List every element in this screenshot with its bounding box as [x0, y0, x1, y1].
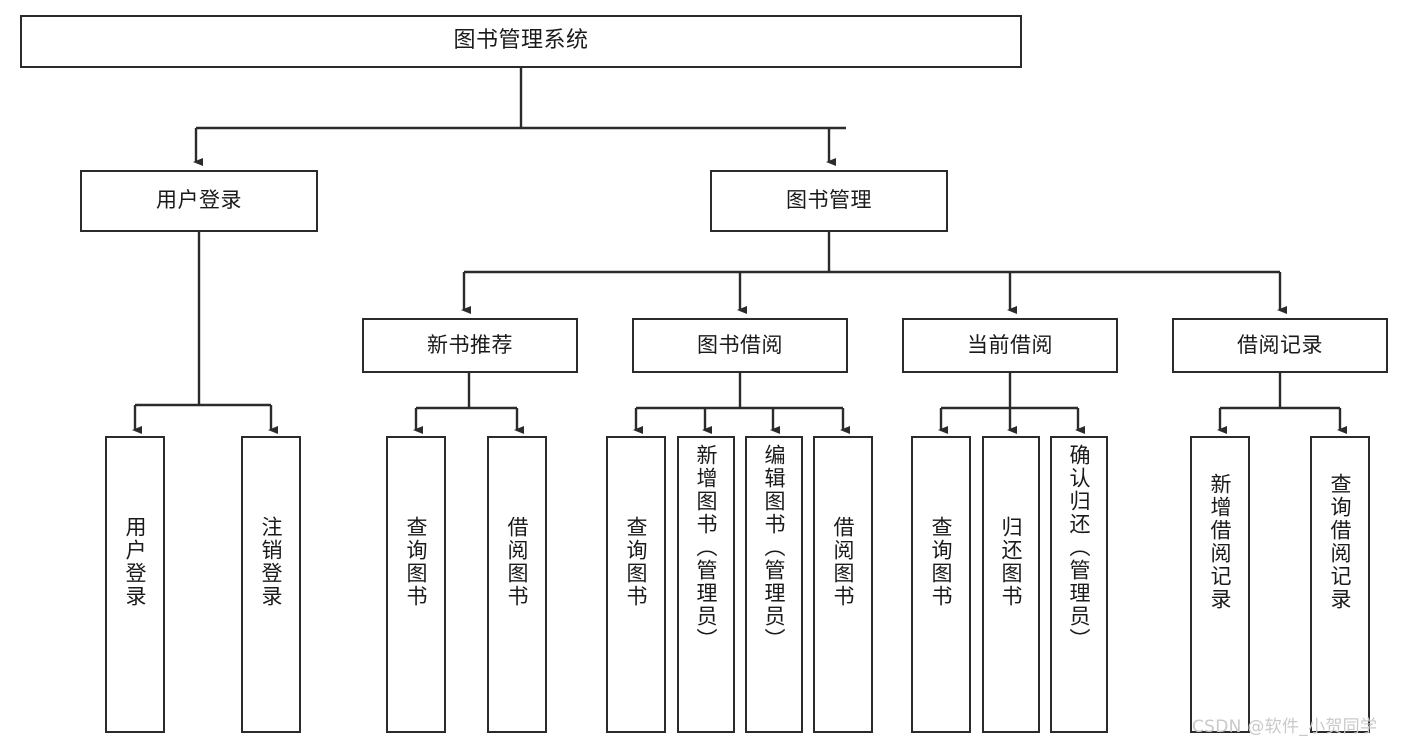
node-leaf-edit-book-label: 编辑图书（管理员） [762, 444, 787, 651]
node-leaf-user-logout[interactable]: 注销登录 [241, 436, 301, 733]
node-user-login[interactable]: 用户登录 [80, 170, 318, 232]
node-leaf-add-borrow-record[interactable]: 新增借阅记录 [1190, 436, 1250, 733]
node-leaf-add-book[interactable]: 新增图书（管理员） [677, 436, 735, 733]
node-leaf-add-book-label: 新增图书（管理员） [694, 444, 719, 651]
node-leaf-confirm-return[interactable]: 确认归还（管理员） [1050, 436, 1108, 733]
node-leaf-borrow-book-2[interactable]: 借阅图书 [813, 436, 873, 733]
node-leaf-query-book-3-label: 查询图书 [929, 516, 954, 608]
node-leaf-return-book[interactable]: 归还图书 [982, 436, 1040, 733]
node-leaf-borrow-book-1[interactable]: 借阅图书 [487, 436, 547, 733]
node-leaf-borrow-book-2-label: 借阅图书 [831, 516, 856, 608]
node-leaf-edit-book[interactable]: 编辑图书（管理员） [745, 436, 803, 733]
node-current-borrow[interactable]: 当前借阅 [902, 318, 1118, 373]
node-root-label: 图书管理系统 [453, 28, 589, 54]
node-new-book-recommend-label: 新书推荐 [427, 332, 513, 357]
node-leaf-borrow-book-1-label: 借阅图书 [505, 516, 530, 608]
node-user-login-label: 用户登录 [156, 188, 242, 213]
node-book-manage-label: 图书管理 [786, 188, 872, 213]
node-new-book-recommend[interactable]: 新书推荐 [362, 318, 578, 373]
node-borrow-record-label: 借阅记录 [1237, 332, 1323, 357]
csdn-watermark: CSDN @软件_小贺同学 [1192, 717, 1378, 737]
node-root[interactable]: 图书管理系统 [20, 15, 1022, 68]
node-leaf-return-book-label: 归还图书 [999, 516, 1024, 608]
node-book-borrow[interactable]: 图书借阅 [632, 318, 848, 373]
node-book-borrow-label: 图书借阅 [697, 332, 783, 357]
node-leaf-confirm-return-label: 确认归还（管理员） [1067, 444, 1092, 651]
node-borrow-record[interactable]: 借阅记录 [1172, 318, 1388, 373]
node-leaf-user-logout-label: 注销登录 [259, 516, 284, 608]
node-leaf-query-book-2-label: 查询图书 [624, 516, 649, 608]
node-leaf-query-borrow-record-label: 查询借阅记录 [1328, 473, 1353, 611]
node-leaf-query-book-1[interactable]: 查询图书 [386, 436, 446, 733]
node-leaf-query-book-2[interactable]: 查询图书 [606, 436, 666, 733]
node-current-borrow-label: 当前借阅 [967, 332, 1053, 357]
node-leaf-user-login-label: 用户登录 [123, 516, 148, 608]
node-leaf-add-borrow-record-label: 新增借阅记录 [1208, 473, 1233, 611]
node-leaf-user-login[interactable]: 用户登录 [105, 436, 165, 733]
node-leaf-query-borrow-record[interactable]: 查询借阅记录 [1310, 436, 1370, 733]
node-leaf-query-book-3[interactable]: 查询图书 [911, 436, 971, 733]
node-book-manage[interactable]: 图书管理 [710, 170, 948, 232]
node-leaf-query-book-1-label: 查询图书 [404, 516, 429, 608]
